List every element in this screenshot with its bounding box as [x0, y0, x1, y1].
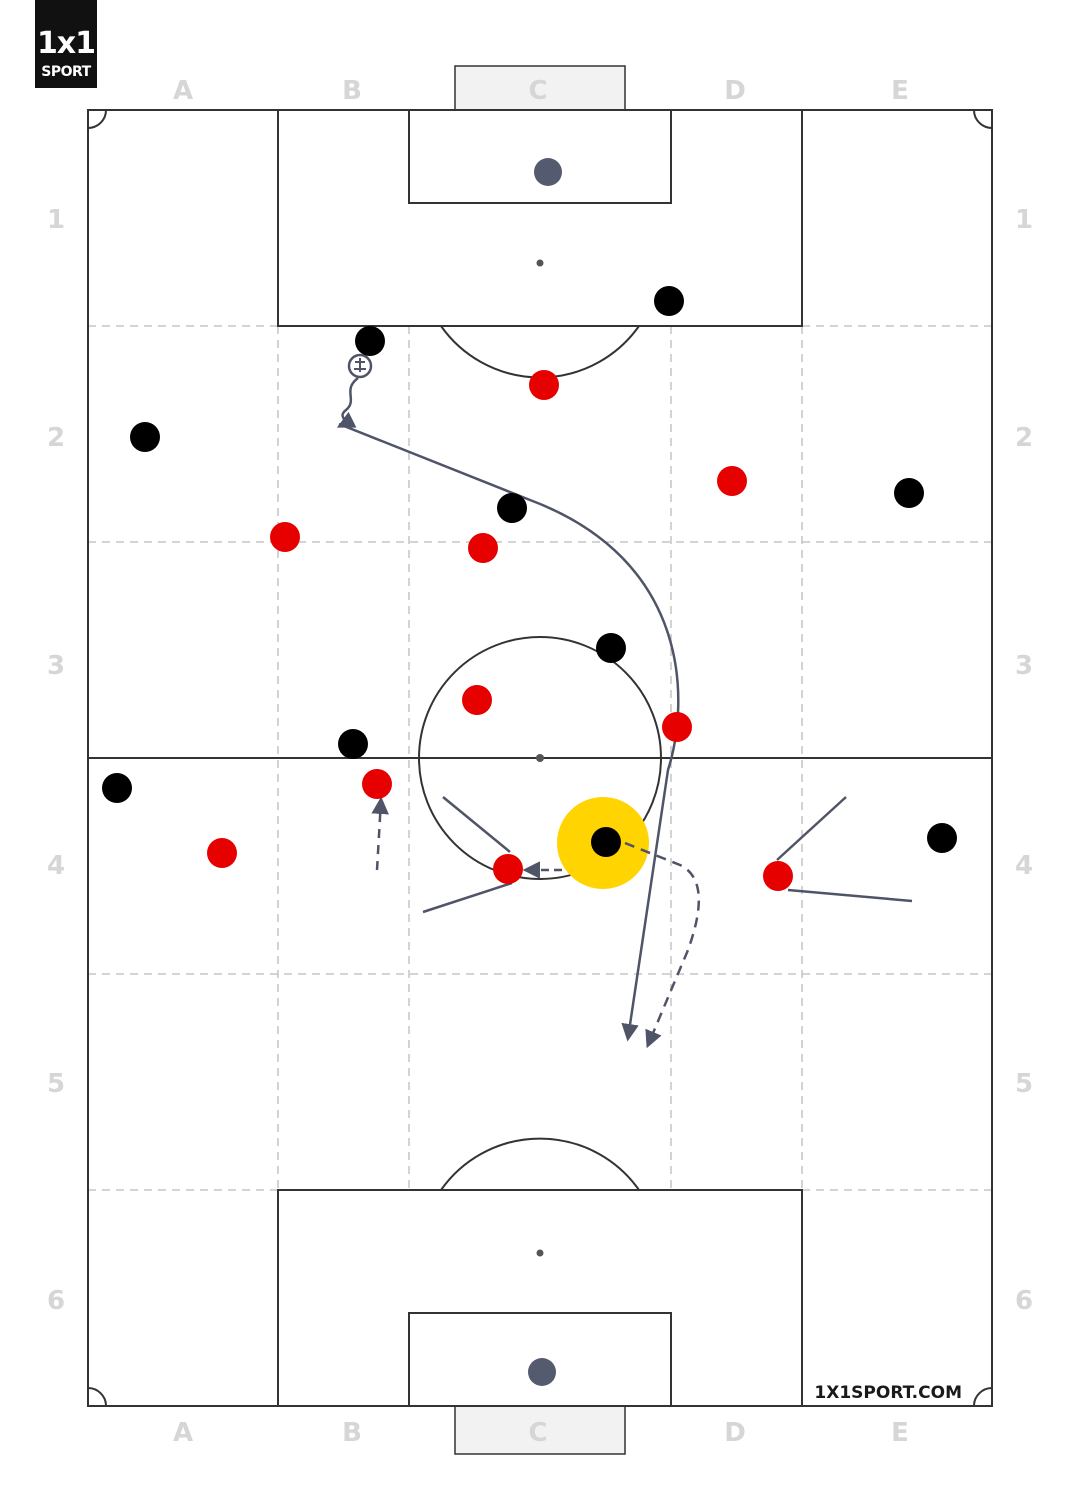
col-label-bottom-a: A	[173, 1418, 193, 1448]
pitch-markings	[87, 109, 993, 1407]
black-team	[102, 286, 957, 857]
red-player	[462, 685, 492, 715]
red-player	[207, 838, 237, 868]
black-player	[894, 478, 924, 508]
center-spot	[536, 754, 544, 762]
pressure-line	[422, 881, 513, 914]
ball-icon	[347, 353, 373, 379]
bottom-goalkeeper	[528, 1358, 556, 1386]
pressure-line	[776, 796, 847, 861]
black-player	[596, 633, 626, 663]
col-label-bottom-c: C	[528, 1418, 547, 1448]
bottom-goal	[454, 1405, 626, 1455]
logo-word: SPORT	[41, 64, 91, 80]
col-label-top-d: D	[724, 76, 746, 106]
red-team	[207, 370, 793, 891]
website-label: 1X1SPORT.COM	[814, 1383, 962, 1403]
pressure-line	[787, 888, 913, 903]
red-player	[717, 466, 747, 496]
col-label-top-e: E	[891, 76, 909, 106]
long-run-arrow	[338, 422, 680, 1042]
red-player	[662, 712, 692, 742]
black-player	[130, 422, 160, 452]
movement-arrows	[336, 377, 913, 1049]
top-goal	[454, 65, 626, 111]
red-player	[362, 769, 392, 799]
red-player	[270, 522, 300, 552]
brand-logo[interactable]: 1x1 SPORT	[35, 0, 97, 88]
red-player	[763, 861, 793, 891]
red-player	[468, 533, 498, 563]
col-label-top-b: B	[342, 76, 362, 106]
row-label-left-4: 4	[47, 851, 65, 881]
col-label-top-a: A	[173, 76, 193, 106]
row-label-left-3: 3	[47, 651, 65, 681]
logo-mark: 1x1	[36, 26, 96, 61]
col-label-bottom-e: E	[891, 1418, 909, 1448]
row-label-left-5: 5	[47, 1069, 65, 1099]
pressure-line	[442, 796, 511, 853]
row-label-right-5: 5	[1015, 1069, 1033, 1099]
col-label-top-c: C	[528, 76, 547, 106]
row-label-right-3: 3	[1015, 651, 1033, 681]
dribble-arrow	[336, 377, 359, 428]
row-label-left-1: 1	[47, 205, 65, 235]
row-label-left-6: 6	[47, 1286, 65, 1316]
col-label-bottom-d: D	[724, 1418, 746, 1448]
bottom-penalty-spot	[536, 1249, 544, 1257]
col-label-bottom-b: B	[342, 1418, 362, 1448]
top-goalkeeper	[534, 158, 562, 186]
black-player	[497, 493, 527, 523]
row-label-right-1: 1	[1015, 205, 1033, 235]
row-label-right-6: 6	[1015, 1286, 1033, 1316]
black-player	[927, 823, 957, 853]
row-label-left-2: 2	[47, 423, 65, 453]
red-player	[493, 854, 523, 884]
black-player-in-possession	[591, 827, 621, 857]
black-player	[338, 729, 368, 759]
top-penalty-spot	[536, 259, 544, 267]
black-player	[654, 286, 684, 316]
row-label-right-4: 4	[1015, 851, 1033, 881]
support-run-arrow	[371, 796, 389, 871]
black-player	[102, 773, 132, 803]
red-player	[529, 370, 559, 400]
black-player	[355, 326, 385, 356]
dashed-run-arrow	[624, 841, 701, 1049]
row-label-right-2: 2	[1015, 423, 1033, 453]
